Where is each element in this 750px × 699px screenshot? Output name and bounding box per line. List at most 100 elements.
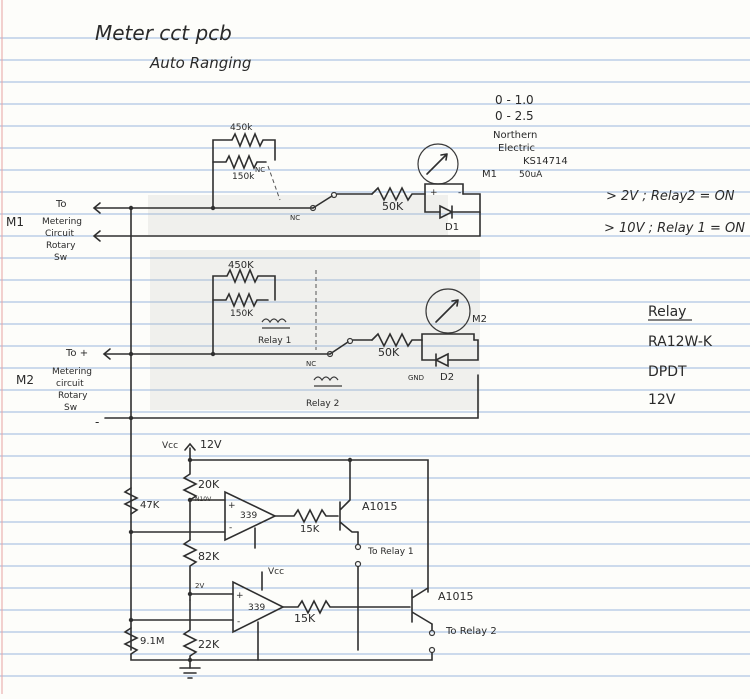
condition-note: > 10V ; Relay 1 = ON — [604, 221, 745, 236]
meter-m1-needle — [426, 153, 448, 175]
range-label: 0 - 1.0 — [495, 93, 534, 107]
r47k — [123, 487, 139, 515]
vcc-rail — [189, 447, 429, 593]
meter-m1-label: M1 — [482, 169, 497, 180]
ground-icon — [179, 667, 201, 679]
vcc-label: Vcc — [162, 441, 178, 451]
r9-1m — [123, 627, 139, 655]
opamp-339-2 — [232, 580, 285, 634]
m1-r50k — [371, 186, 426, 202]
m1-plus-arrow — [92, 202, 101, 214]
plus-sign: + — [430, 188, 438, 198]
minus-sign: - — [229, 523, 232, 533]
page-title: Meter cct pcb — [95, 21, 232, 45]
range-label: 0 - 2.5 — [495, 109, 534, 123]
m2-section: M2 To + Metering circuit Rotary Sw - 450… — [16, 260, 487, 429]
comparator-section: Vcc 12V 20K N10V 47K 339 + - 15K A1015 T… — [123, 438, 497, 679]
relay-voltage: 12V — [648, 392, 676, 408]
ground-rail — [130, 653, 191, 661]
m2-r150k-label: 150K — [230, 309, 254, 319]
m2-nc-label: NC — [306, 360, 316, 368]
m1-meter-leads — [424, 183, 464, 195]
m2-contact-point — [326, 350, 334, 358]
meter-m2-label: M2 — [472, 314, 487, 325]
m2-text: Metering — [52, 367, 92, 377]
relay-link — [267, 165, 281, 201]
m1-text: Metering — [42, 217, 82, 227]
opamp-1-label: 339 — [240, 511, 257, 521]
plus-sign: + — [236, 591, 244, 601]
m1-text: Sw — [54, 253, 67, 263]
m2-contact-point — [346, 337, 354, 345]
r15k-2 — [282, 599, 411, 615]
relay-spec: Relay RA12W-K DPDT 12V — [648, 304, 713, 408]
relay1-coil — [261, 318, 287, 324]
relay2-terminal — [428, 646, 436, 654]
m2-label: M2 — [16, 373, 34, 387]
transistor-1-label: A1015 — [362, 500, 398, 513]
m1-text: Circuit — [45, 229, 74, 239]
diode-d2-label: D2 — [440, 372, 454, 383]
relay1-terminal — [354, 543, 362, 551]
paper-rules — [0, 37, 750, 677]
m2-minus-wire — [104, 374, 479, 419]
r15k-1-label: 15K — [300, 524, 320, 535]
diode-d1-label: D1 — [445, 222, 459, 233]
transistor-2-label: A1015 — [438, 590, 474, 603]
plus-sign: + — [228, 501, 236, 511]
r15k-1 — [274, 508, 339, 524]
meter-maker: Electric — [498, 143, 535, 154]
page-subtitle: Auto Ranging — [149, 54, 251, 72]
r82k-label: 82K — [198, 550, 220, 563]
relay-part: RA12W-K — [648, 334, 713, 350]
m1-label: M1 — [6, 215, 24, 229]
r15k-2-label: 15K — [294, 612, 316, 625]
m1-nc2-label: NC — [290, 214, 300, 222]
m1-to-label: To — [55, 199, 67, 210]
m2-text: circuit — [56, 379, 84, 389]
m1-text: Rotary — [46, 241, 76, 251]
m2-minus-sign: - — [95, 415, 99, 429]
m1-section: M1 To Metering Circuit Rotary Sw 450k 15… — [6, 123, 497, 263]
m1-nc-label: NC — [255, 166, 265, 174]
m2-r150k — [212, 291, 269, 309]
vcc2-label: Vcc — [268, 567, 284, 577]
m1-relay-contact — [312, 195, 333, 209]
relay1-label: Relay 1 — [258, 336, 291, 346]
erased-area — [150, 250, 480, 410]
m1-r150k — [212, 153, 267, 171]
ref-2v-label: 2V — [195, 582, 204, 590]
opamp-339-1 — [224, 490, 277, 542]
r82k — [182, 539, 198, 601]
meter-model: KS14714 — [523, 156, 568, 167]
relay2-return — [189, 652, 433, 661]
m1-diode-wire — [424, 193, 441, 213]
m2-text: Sw — [64, 403, 77, 413]
m2-r50k — [371, 332, 423, 348]
relay2-coil — [313, 376, 339, 382]
meter-maker: Northern — [493, 130, 537, 141]
m2-r450k — [212, 267, 276, 355]
to-relay1-label: To Relay 1 — [367, 547, 414, 557]
m1-diode-wire — [451, 193, 481, 213]
m2-diode-wire — [421, 339, 437, 361]
condition-note: > 2V ; Relay2 = ON — [606, 189, 735, 204]
minus-sign: - — [458, 188, 461, 198]
erased-area — [148, 195, 448, 235]
r22k — [182, 599, 198, 669]
r91m-label: 9.1M — [140, 636, 165, 647]
m2-relay-contact — [329, 341, 349, 355]
m2-to-label: To + — [65, 348, 88, 359]
relay2-terminal — [428, 629, 436, 637]
m2-diode-wire — [447, 339, 479, 361]
m1-r450k-label: 450k — [230, 123, 253, 133]
vcc-arrow — [184, 442, 196, 451]
m2-r450k-label: 450K — [228, 260, 254, 271]
m2-meter-leads — [421, 333, 475, 341]
r20k-label: 20K — [198, 478, 220, 491]
opamp-2-label: 339 — [248, 603, 265, 613]
m1-minus-wire — [94, 211, 481, 237]
relay-heading: Relay — [648, 304, 686, 320]
